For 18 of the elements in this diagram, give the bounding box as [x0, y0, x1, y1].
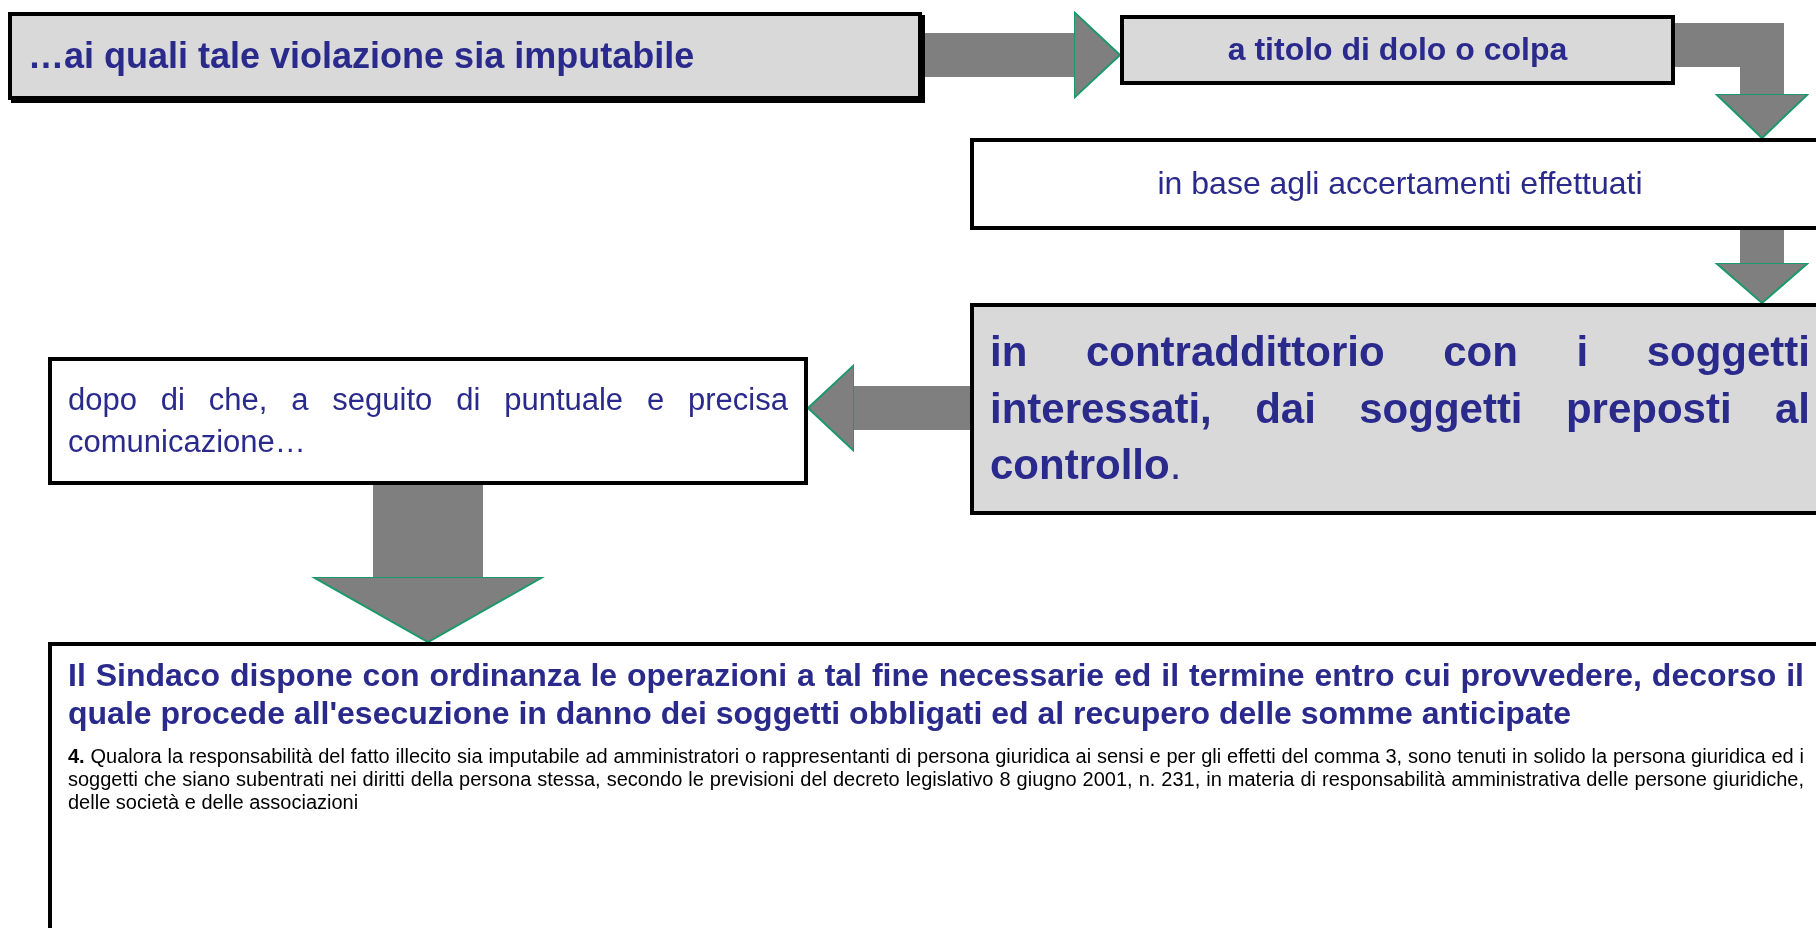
arrow — [312, 485, 544, 643]
arrow — [807, 364, 970, 452]
arrow — [922, 11, 1121, 99]
text-box — [1120, 15, 1675, 85]
box-text: in contraddittorio con i soggetti interessati, dai soggetti preposti al controllo. — [990, 326, 1810, 491]
box-text: a titolo di dolo o colpa — [1226, 30, 1569, 70]
arrow — [1675, 23, 1809, 139]
box-text: in base agli accertamenti effettuati — [1156, 164, 1644, 204]
note-text: 4. Qualora la responsabilità del fatto illecito sia imputabile ad amministratori o rappresentanti di persona giuridica ai sensi e per gli effetti del comma 3, sono tenuti in solido la persona giuridica ed i soggetti che siano subentrati nei diritti della persona stessa, secondo le previsioni del decreto legislativo 8 giugno 2001, n. 231, in materia di responsabilità amministrativa delle persone giuridiche, delle società e delle associazioni — [68, 744, 1804, 814]
box-text: dopo di che, a seguito di puntuale e precisa comunicazione… — [68, 381, 788, 461]
box-text: Il Sindaco dispone con ordinanza le operazioni a tal fine necessarie ed il termine entro cui provvedere, decorso il quale procede all'esecuzione in danno dei soggetti obbligati ed al recupero delle somme anticipate — [68, 656, 1804, 733]
text-box — [48, 357, 808, 485]
text-box — [8, 12, 922, 100]
text-box — [970, 138, 1816, 230]
arrow — [1715, 230, 1809, 304]
text-box — [970, 303, 1816, 515]
text-box — [48, 642, 1816, 928]
box-text: …ai quali tale violazione sia imputabile — [28, 33, 696, 78]
